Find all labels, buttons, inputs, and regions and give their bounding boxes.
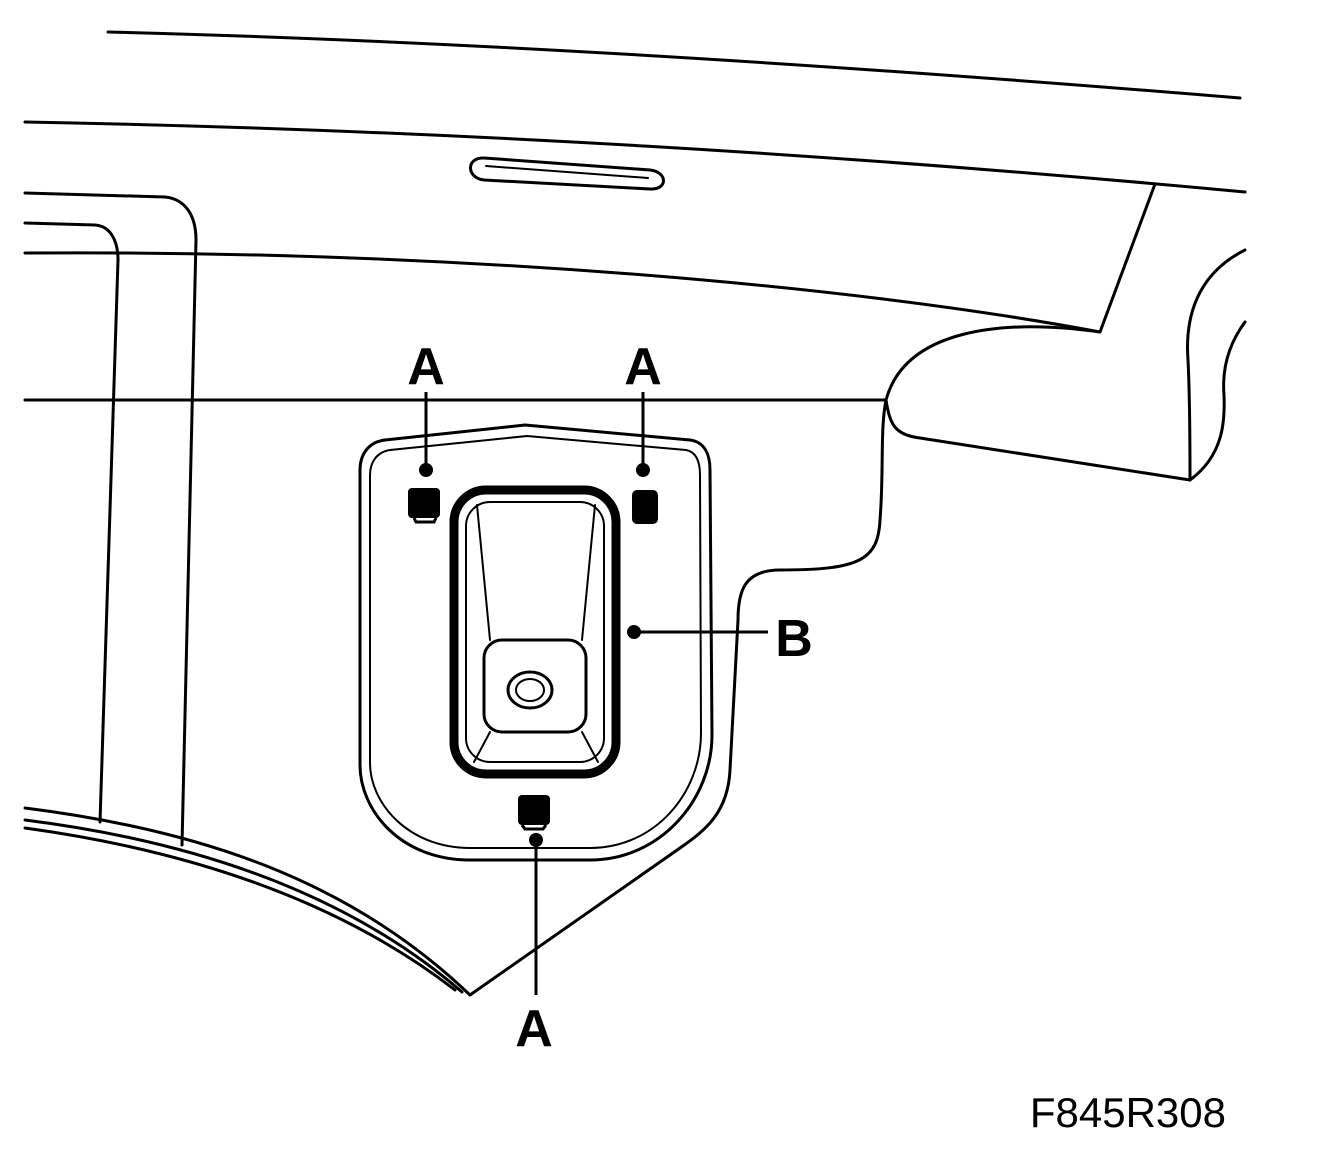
- clip-top-left: [408, 488, 440, 518]
- wheel-arch: [23, 806, 472, 997]
- lens-outer: [506, 670, 554, 710]
- figure-reference: F845R308: [1030, 1089, 1226, 1136]
- callout-a-top-left: A: [407, 338, 445, 396]
- callout-leaders: [419, 392, 768, 995]
- trim-panel: [358, 423, 714, 862]
- brake-light-slot: [469, 156, 665, 191]
- callout-a-bottom: A: [515, 1000, 553, 1058]
- callout-b: B: [775, 610, 813, 668]
- housing-b: [449, 485, 621, 779]
- roof-lines: [23, 30, 1247, 402]
- lens-inner: [515, 678, 545, 702]
- shoulder-lines: [468, 248, 1247, 997]
- callout-a-top-right: A: [624, 338, 662, 396]
- pillar-lines: [23, 191, 888, 847]
- fastener-clips: [408, 488, 658, 831]
- clip-top-right: [632, 490, 658, 524]
- clip-bottom: [518, 795, 550, 825]
